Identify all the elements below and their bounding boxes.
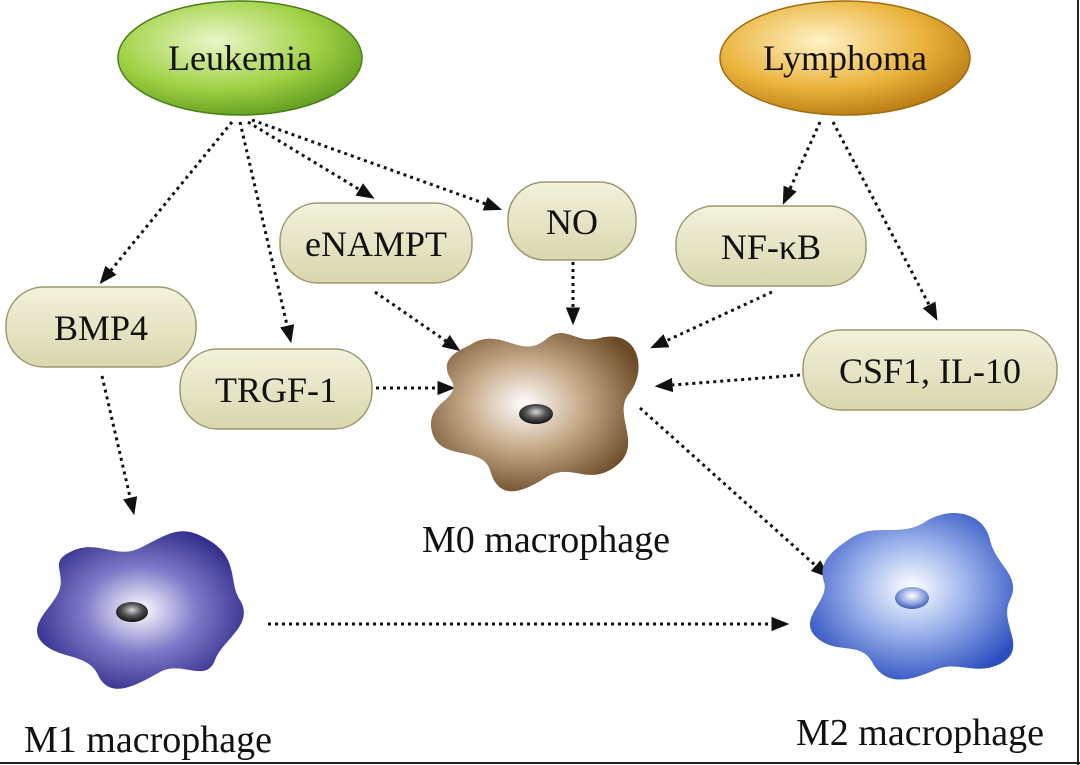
lymphoma-label: Lymphoma [763, 38, 927, 78]
factor-nfkb-label: NF-κB [721, 227, 821, 267]
arrow-enampt-to-m0 [374, 290, 461, 352]
factor-bmp4: BMP4 [5, 286, 197, 368]
m0-macrophage-label: M0 macrophage [422, 519, 670, 561]
arrow-csf1-to-m0 [654, 373, 801, 393]
m2-macrophage-cell [809, 512, 1014, 680]
arrow-bmp4-to-m1 [100, 375, 138, 516]
m2-nucleus [895, 587, 929, 609]
factor-no: NO [507, 181, 637, 261]
arrow-leukemia-to-no [251, 118, 503, 211]
factor-bmp4-label: BMP4 [54, 308, 148, 348]
factor-enampt: eNAMPT [279, 202, 473, 284]
factor-nfkb: NF-κB [675, 205, 867, 287]
factor-enampt-label: eNAMPT [305, 224, 447, 264]
arrows [99, 118, 938, 632]
factor-csf1-il10: CSF1, IL-10 [802, 329, 1058, 411]
arrow-lymphoma-to-csf1 [831, 121, 938, 321]
m1-macrophage-label: M1 macrophage [24, 719, 272, 761]
arrow-nfkb-to-m0 [650, 290, 773, 349]
arrow-lymphoma-to-nfkb [782, 121, 822, 205]
arrow-leukemia-to-enampt [247, 120, 375, 199]
arrow-leukemia-to-trgf1 [238, 121, 295, 344]
m1-macrophage-cell [37, 531, 244, 689]
m0-nucleus [519, 404, 553, 424]
m1-nucleus [116, 602, 148, 622]
m2-macrophage-label: M2 macrophage [796, 712, 1044, 754]
factor-trgf1: TRGF-1 [179, 348, 373, 430]
factor-trgf1-label: TRGF-1 [215, 370, 337, 410]
m0-macrophage-cell [430, 332, 639, 492]
factor-no-label: NO [546, 202, 598, 242]
factor-csf1-il10-label: CSF1, IL-10 [839, 351, 1021, 391]
lymphoma-node: Lymphoma [719, 0, 971, 116]
arrow-leukemia-to-bmp4 [99, 121, 234, 285]
leukemia-label: Leukemia [168, 38, 312, 78]
leukemia-node: Leukemia [117, 0, 363, 116]
